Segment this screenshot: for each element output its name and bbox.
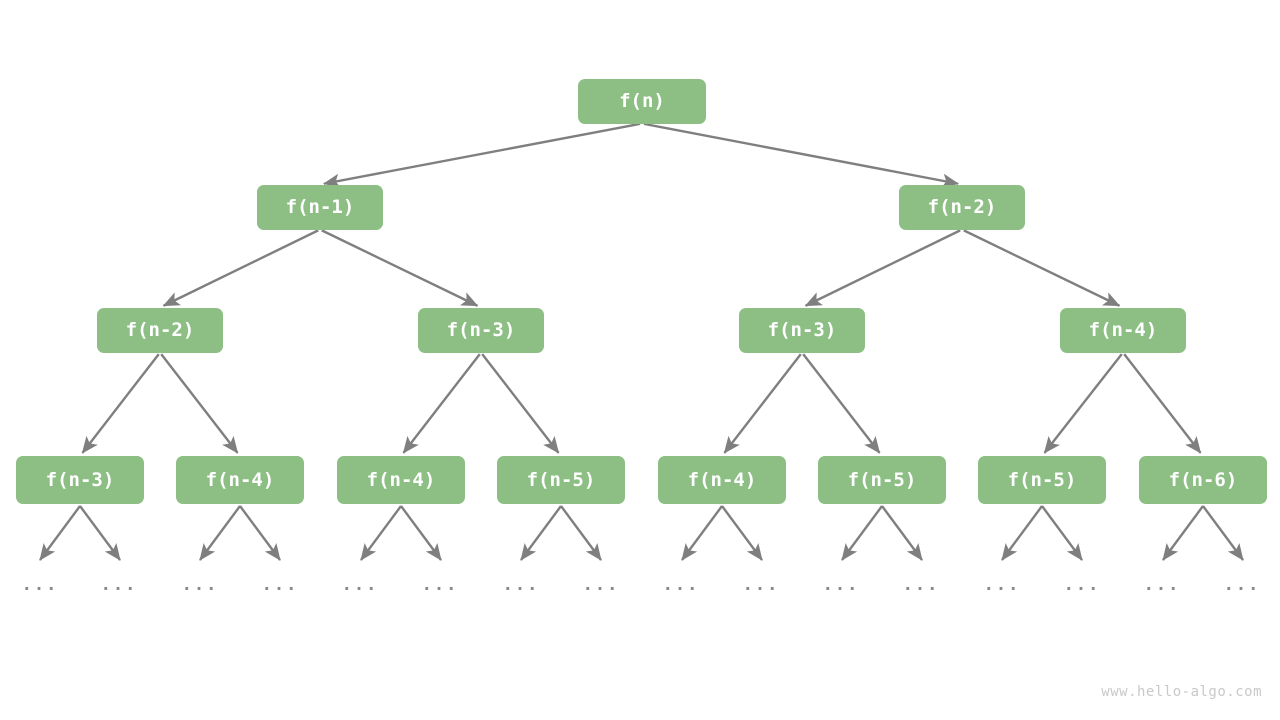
stub-edge-n9-5	[400, 505, 442, 561]
ellipsis-14: ...	[1143, 575, 1181, 595]
edge-n0-n1	[322, 122, 641, 188]
tree-node-label: f(n-4)	[687, 469, 757, 491]
edge-n3-n7	[81, 353, 160, 454]
edge-n4-n10	[481, 353, 560, 454]
stub-edge-n10-6	[520, 505, 562, 561]
ellipsis-2: ...	[181, 575, 219, 595]
ellipsis-13: ...	[1063, 575, 1101, 595]
tree-node-label: f(n-3)	[45, 469, 115, 491]
stub-edge-n7-0	[39, 505, 81, 561]
stub-edge-n10-7	[560, 505, 602, 561]
edge-n4-n9	[402, 353, 481, 454]
tree-node-label: f(n)	[619, 90, 665, 112]
stub-edge-n13-13	[1041, 505, 1083, 561]
ellipsis-4: ...	[341, 575, 379, 595]
ellipsis-3: ...	[261, 575, 299, 595]
watermark: www.hello-algo.com	[1101, 684, 1262, 700]
edge-n5-n11	[723, 353, 802, 454]
stub-edge-n7-1	[79, 505, 121, 561]
edge-n2-n6	[963, 229, 1121, 307]
tree-node-label: f(n-1)	[285, 196, 355, 218]
stub-edge-n11-8	[681, 505, 723, 561]
ellipsis-9: ...	[742, 575, 780, 595]
tree-node-label: f(n-6)	[1168, 469, 1238, 491]
ellipsis-8: ...	[662, 575, 700, 595]
edge-n0-n2	[643, 122, 960, 188]
tree-node-label: f(n-4)	[1088, 319, 1158, 341]
ellipsis-11: ...	[902, 575, 940, 595]
tree-node-n10: f(n-5)	[497, 456, 625, 504]
tree-node-label: f(n-5)	[526, 469, 596, 491]
tree-node-label: f(n-4)	[205, 469, 275, 491]
tree-node-n6: f(n-4)	[1060, 307, 1186, 353]
stub-edge-n14-14	[1162, 505, 1204, 561]
stub-edge-n9-4	[360, 505, 402, 561]
tree-node-n4: f(n-3)	[418, 307, 544, 353]
tree-node-n0: f(n)	[578, 78, 706, 124]
edge-n1-n4	[321, 229, 479, 307]
ellipsis-12: ...	[983, 575, 1021, 595]
ellipsis-0: ...	[21, 575, 59, 595]
stub-edge-n12-10	[841, 505, 883, 561]
tree-node-label: f(n-4)	[366, 469, 436, 491]
tree-node-n7: f(n-3)	[16, 456, 144, 504]
tree-node-n12: f(n-5)	[818, 456, 946, 504]
ellipsis-7: ...	[582, 575, 620, 595]
ellipsis-5: ...	[421, 575, 459, 595]
ellipsis-6: ...	[502, 575, 540, 595]
tree-node-label: f(n-5)	[847, 469, 917, 491]
tree-node-n3: f(n-2)	[97, 307, 223, 353]
tree-node-n11: f(n-4)	[658, 456, 786, 504]
edge-n3-n8	[160, 353, 239, 454]
tree-node-n13: f(n-5)	[978, 456, 1106, 504]
tree-node-n14: f(n-6)	[1139, 456, 1267, 504]
edge-n2-n5	[804, 229, 961, 307]
tree-node-label: f(n-5)	[1007, 469, 1077, 491]
stub-edge-n14-15	[1202, 505, 1244, 561]
tree-node-n5: f(n-3)	[739, 307, 865, 353]
tree-stub-edges	[39, 505, 1244, 561]
tree-node-label: f(n-2)	[927, 196, 997, 218]
edge-n6-n14	[1123, 353, 1202, 454]
tree-node-label: f(n-3)	[767, 319, 837, 341]
tree-node-n2: f(n-2)	[899, 184, 1025, 230]
ellipsis-1: ...	[100, 575, 138, 595]
edge-n1-n3	[162, 229, 319, 307]
tree-node-n9: f(n-4)	[337, 456, 465, 504]
tree-node-label: f(n-2)	[125, 319, 195, 341]
tree-edges	[81, 122, 1202, 454]
tree-node-n1: f(n-1)	[257, 184, 383, 230]
ellipsis-10: ...	[822, 575, 860, 595]
edge-n5-n12	[802, 353, 881, 454]
stub-edge-n8-3	[239, 505, 281, 561]
tree-node-n8: f(n-4)	[176, 456, 304, 504]
stub-edge-n11-9	[721, 505, 763, 561]
stub-edge-n13-12	[1001, 505, 1043, 561]
edge-n6-n13	[1043, 353, 1123, 454]
tree-node-label: f(n-3)	[446, 319, 516, 341]
ellipsis-15: ...	[1223, 575, 1261, 595]
stub-edge-n8-2	[199, 505, 241, 561]
stub-edge-n12-11	[881, 505, 923, 561]
